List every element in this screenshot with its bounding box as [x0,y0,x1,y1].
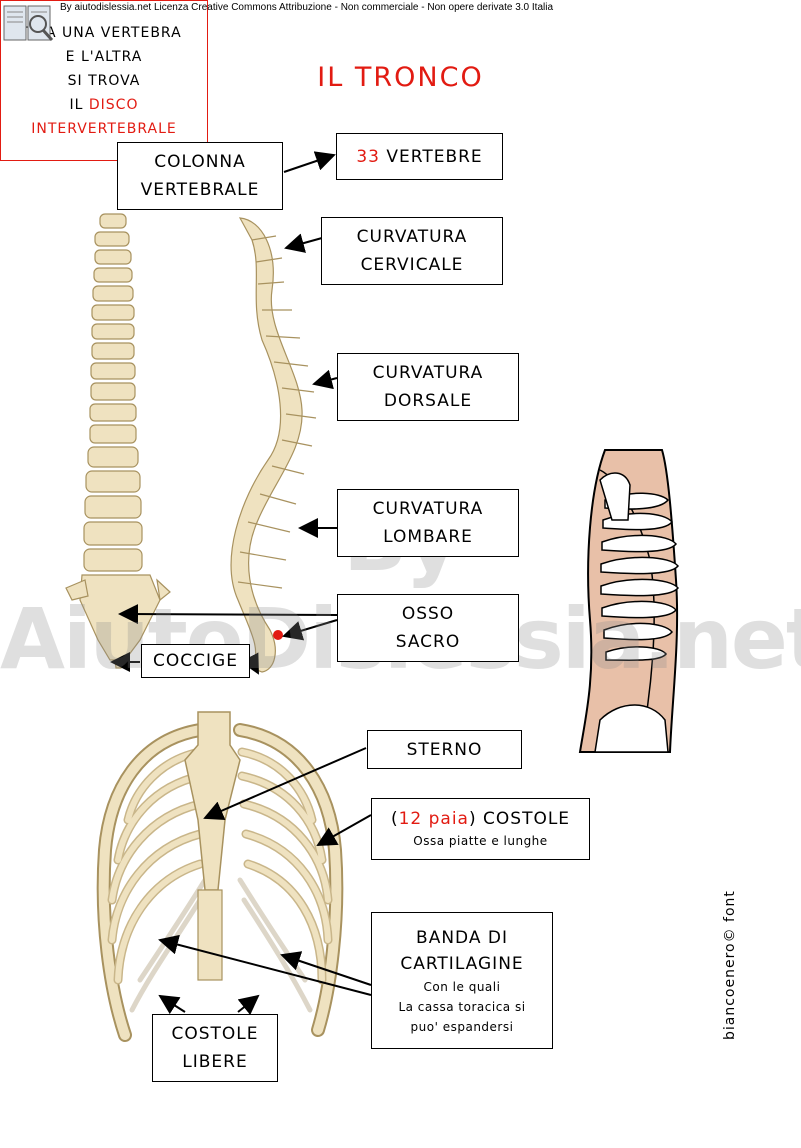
vertebre-text: VERTEBRE [386,146,483,167]
label-colonna-vertebrale: COLONNA VERTEBRALE [117,142,283,210]
label-curvatura-lombare: CURVATURA LOMBARE [337,489,519,557]
label-subline: La cassa toracica si [398,999,526,1014]
info-line-red: INTERVERTEBRALE [31,120,177,137]
label-osso-sacro: OSSO SACRO [337,594,519,662]
label-vertebre: 33 VERTEBRE [336,133,503,180]
coccyx-red-marker [273,630,283,640]
label-subline: Con le quali [423,979,501,994]
label-line: SACRO [395,632,461,652]
label-line: COLONNA [154,152,246,172]
label-curvatura-cervicale: CURVATURA CERVICALE [321,217,503,285]
label-sterno: STERNO [367,730,522,769]
label-curvatura-dorsale: CURVATURA DORSALE [337,353,519,421]
costole-count: 12 paia [398,809,469,829]
page-title: IL TRONCO [317,62,484,93]
info-line: IL DISCO [69,96,139,113]
font-credit: biancoenero© font [722,890,738,1040]
label-line: VERTEBRALE [140,180,260,200]
label-line: DORSALE [383,391,473,411]
label-line: BANDA DI [416,927,508,948]
label-line: COSTOLE [171,1024,259,1044]
label-coccige: COCCIGE [141,644,250,678]
label-costole: (12 paia) COSTOLE Ossa piatte e lunghe [371,798,590,860]
costole-subtitle: Ossa piatte e lunghe [413,834,548,848]
info-line: TRA UNA VERTEBRA [26,24,182,41]
label-line: CURVATURA [372,499,484,519]
label-banda-cartilagine: BANDA DI CARTILAGINE Con le quali La cas… [371,912,553,1049]
rib-cage-illustration [96,723,344,1042]
spine-side-illustration [230,217,317,673]
info-line: SI TROVA [67,72,141,89]
label-line: OSSO [401,604,455,624]
info-line: E L'ALTRA [65,48,143,65]
label-line: CARTILAGINE [400,953,524,974]
label-line: CURVATURA [356,227,468,247]
label-line: LIBERE [182,1052,248,1072]
book-logo-icon [2,2,56,44]
label-costole-libere: COSTOLE LIBERE [152,1014,278,1082]
disco-word: DISCO [88,96,139,113]
label-line: LOMBARE [383,527,473,547]
torso-side-illustration [578,449,679,753]
label-line: CERVICALE [360,255,464,275]
label-subline: puo' espandersi [410,1019,514,1034]
license-text: By aiutodislessia.net Licenza Creative C… [60,2,554,13]
label-line: CURVATURA [372,363,484,383]
costole-title: (12 paia) COSTOLE [390,809,571,829]
vertebre-count: 33 [356,146,380,167]
